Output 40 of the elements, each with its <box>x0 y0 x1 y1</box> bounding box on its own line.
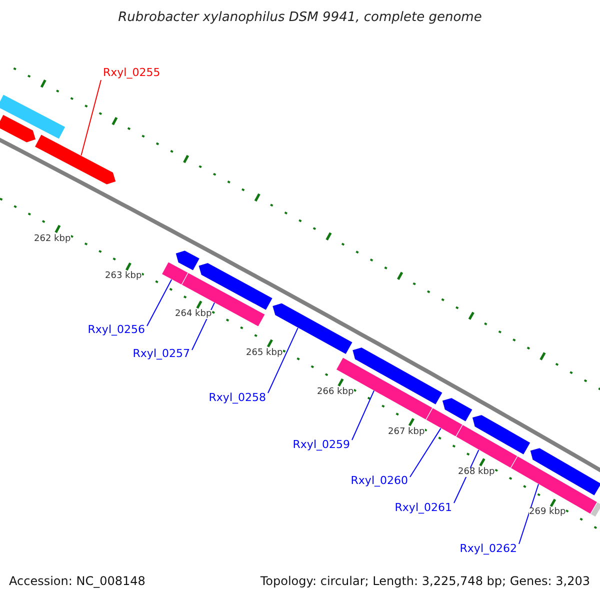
gene-block <box>175 250 200 272</box>
leader-line <box>80 80 102 156</box>
leader-line <box>410 428 442 478</box>
gene-block <box>472 414 531 456</box>
gene-block <box>198 262 274 311</box>
gene-block <box>0 114 36 143</box>
leader-line <box>352 390 374 440</box>
gene-label: Rxyl_0262 <box>460 543 517 554</box>
gene-bar <box>590 502 600 518</box>
gene-label: Rxyl_0258 <box>208 392 266 403</box>
gene-label: Rxyl_0256 <box>88 324 145 335</box>
scale-label: 262 kbp <box>34 235 71 244</box>
gene-bar <box>426 407 464 438</box>
title: Rubrobacter xylanophilus DSM 9941, complete genome <box>117 11 483 24</box>
leader-line <box>146 279 172 326</box>
gene-label: Rxyl_0259 <box>292 439 350 450</box>
leader-line <box>518 484 539 544</box>
scale-label: 266 kbp <box>317 388 354 397</box>
gene-label: Rxyl_0260 <box>350 475 408 486</box>
gene-bar <box>336 357 434 420</box>
scale-label: 267 kbp <box>388 428 425 437</box>
scale-label: 263 kbp <box>105 272 142 281</box>
gene-block <box>352 346 443 406</box>
genome-info-text: Topology: circular; Length: 3,225,748 bp; Genes: 3,203 <box>260 575 590 587</box>
gene-block <box>34 134 116 186</box>
gene-bar <box>161 261 189 286</box>
gene-block <box>530 447 600 496</box>
scale-label: 268 kbp <box>458 468 495 477</box>
accession-text: Accession: NC_008148 <box>9 575 146 587</box>
gene-bar <box>455 424 518 468</box>
gene-label: Rxyl_0255 <box>103 67 160 78</box>
gene-block <box>442 397 473 422</box>
gene-label: Rxyl_0257 <box>132 348 190 359</box>
scale-label: 264 kbp <box>175 310 212 319</box>
scale-label: 269 kbp <box>529 508 566 517</box>
gene-label: Rxyl_0261 <box>394 502 452 513</box>
gene-bar <box>0 94 66 140</box>
gene-bar <box>510 456 598 514</box>
scale-label: 265 kbp <box>246 349 283 358</box>
leader-line <box>268 327 298 394</box>
